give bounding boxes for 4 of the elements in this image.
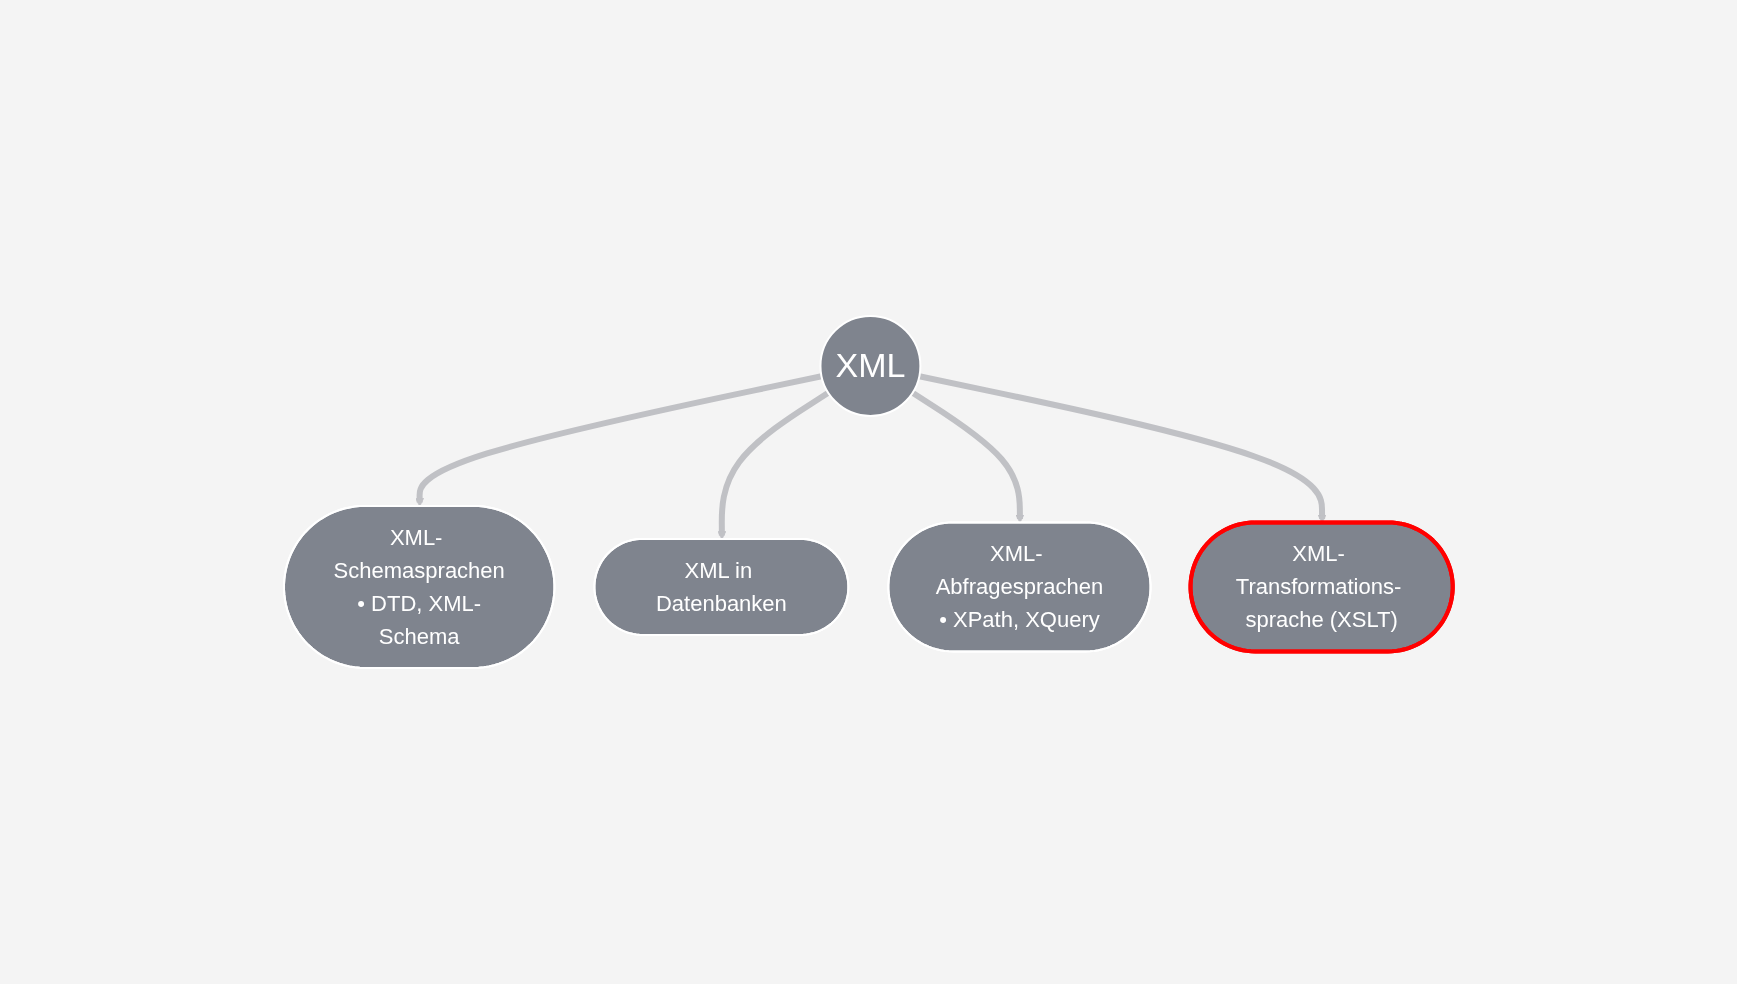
arrow: [911, 390, 1025, 524]
node-circle: XML: [819, 315, 922, 417]
arrow: [717, 390, 831, 540]
arrow: [415, 373, 823, 507]
